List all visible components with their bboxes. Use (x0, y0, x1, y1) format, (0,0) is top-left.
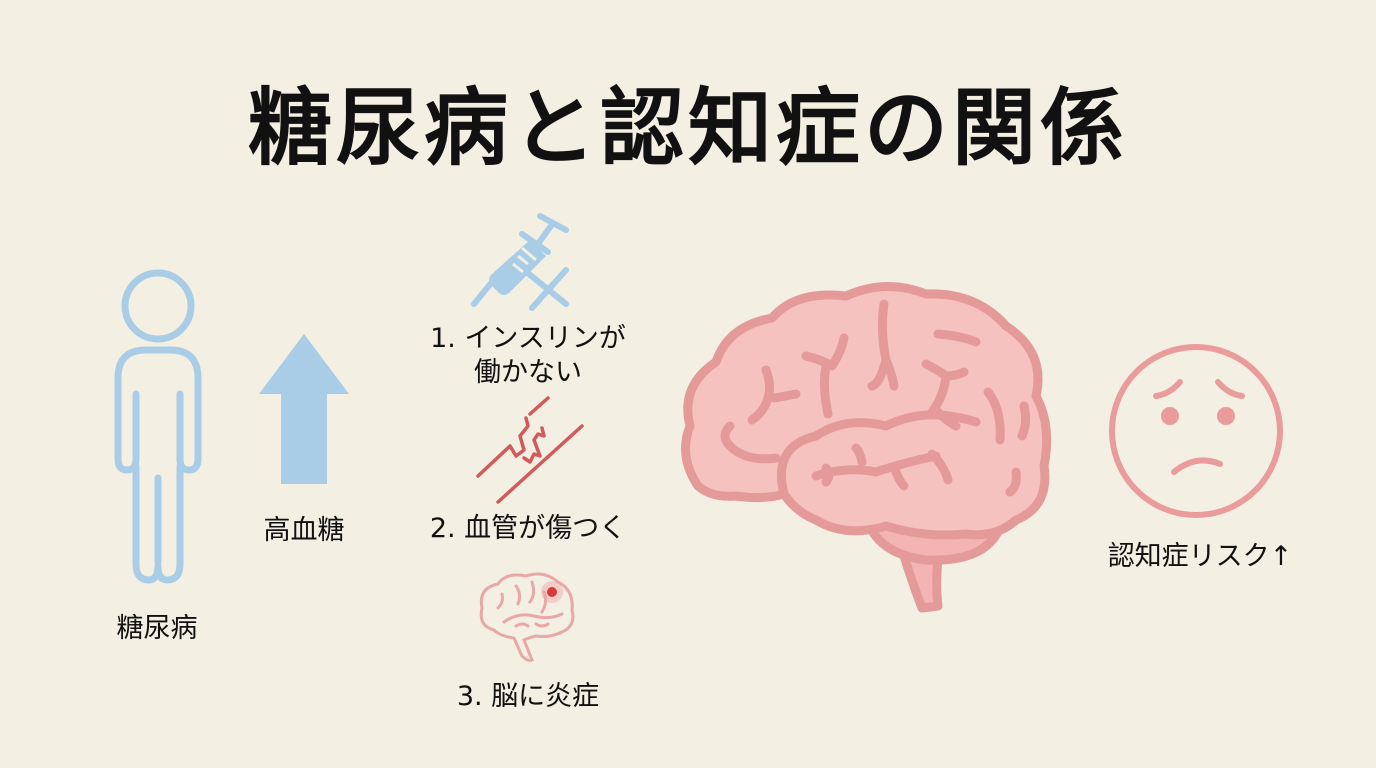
person-icon (114, 269, 202, 584)
brain-inflammation-icon (479, 572, 575, 662)
high-blood-sugar-label: 高血糖 (263, 515, 345, 546)
person-label: 糖尿病 (116, 613, 198, 644)
worried-face-icon (1109, 344, 1283, 518)
damaged-vessel-icon (476, 396, 584, 504)
step-2-label: 2. 血管が傷つく (429, 513, 627, 544)
page-title: 糖尿病と認知症の関係 (247, 79, 1128, 177)
step-3-label: 3. 脳に炎症 (456, 681, 600, 712)
syringe-x-icon (471, 213, 569, 311)
step-1-label: 1. インスリンが 働かない (398, 322, 658, 390)
dementia-risk-label: 認知症リスク↑ (1107, 541, 1293, 572)
step-1-line2: 働かない (474, 357, 582, 388)
brain-icon (681, 282, 1052, 613)
up-arrow-icon (259, 334, 349, 484)
step-1-line1: 1. インスリンが (430, 323, 626, 354)
